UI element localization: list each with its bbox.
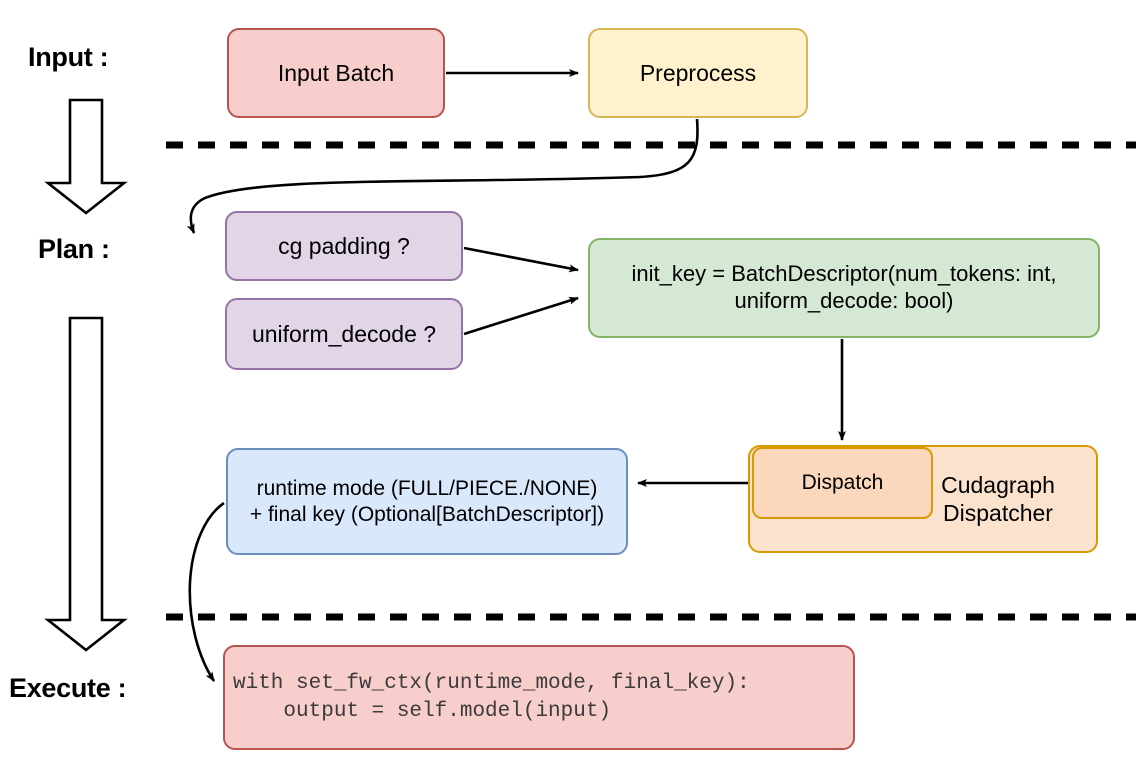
node-preprocess[interactable]: Preprocess	[588, 28, 808, 118]
node-dispatch-label: Dispatch	[801, 471, 884, 495]
node-init-key[interactable]: init_key = BatchDescriptor(num_tokens: i…	[588, 238, 1100, 338]
node-input-batch-label: Input Batch	[277, 59, 395, 86]
block-arrow-input-to-plan	[44, 98, 128, 215]
edge-runtime-mode-to-execute-code	[188, 501, 225, 682]
node-cg-padding[interactable]: cg padding ?	[225, 211, 463, 281]
node-execute-code[interactable]: with set_fw_ctx(runtime_mode, final_key)…	[223, 645, 855, 750]
node-cg-padding-label: cg padding ?	[278, 232, 410, 259]
node-dispatch[interactable]: Dispatch	[752, 447, 933, 519]
node-input-batch[interactable]: Input Batch	[227, 28, 445, 118]
node-cudagraph-dispatcher-label: Cudagraph Dispatcher	[941, 471, 1055, 526]
node-runtime-mode-label: runtime mode (FULL/PIECE./NONE) + final …	[249, 476, 605, 526]
node-runtime-mode[interactable]: runtime mode (FULL/PIECE./NONE) + final …	[226, 448, 628, 555]
node-uniform-decode[interactable]: uniform_decode ?	[225, 298, 463, 370]
edge-cg-padding-to-init-key	[463, 246, 579, 273]
node-uniform-decode-label: uniform_decode ?	[251, 320, 437, 347]
node-init-key-label: init_key = BatchDescriptor(num_tokens: i…	[631, 261, 1057, 313]
stage-label-input: Input :	[28, 42, 109, 72]
block-arrow-plan-to-execute	[44, 316, 128, 652]
stage-label-plan: Plan :	[38, 234, 110, 264]
node-execute-code-label: with set_fw_ctx(runtime_mode, final_key)…	[233, 671, 750, 723]
stage-label-execute: Execute :	[9, 673, 127, 703]
edge-uniform-decode-to-init-key	[463, 296, 579, 336]
node-preprocess-label: Preprocess	[639, 59, 757, 86]
